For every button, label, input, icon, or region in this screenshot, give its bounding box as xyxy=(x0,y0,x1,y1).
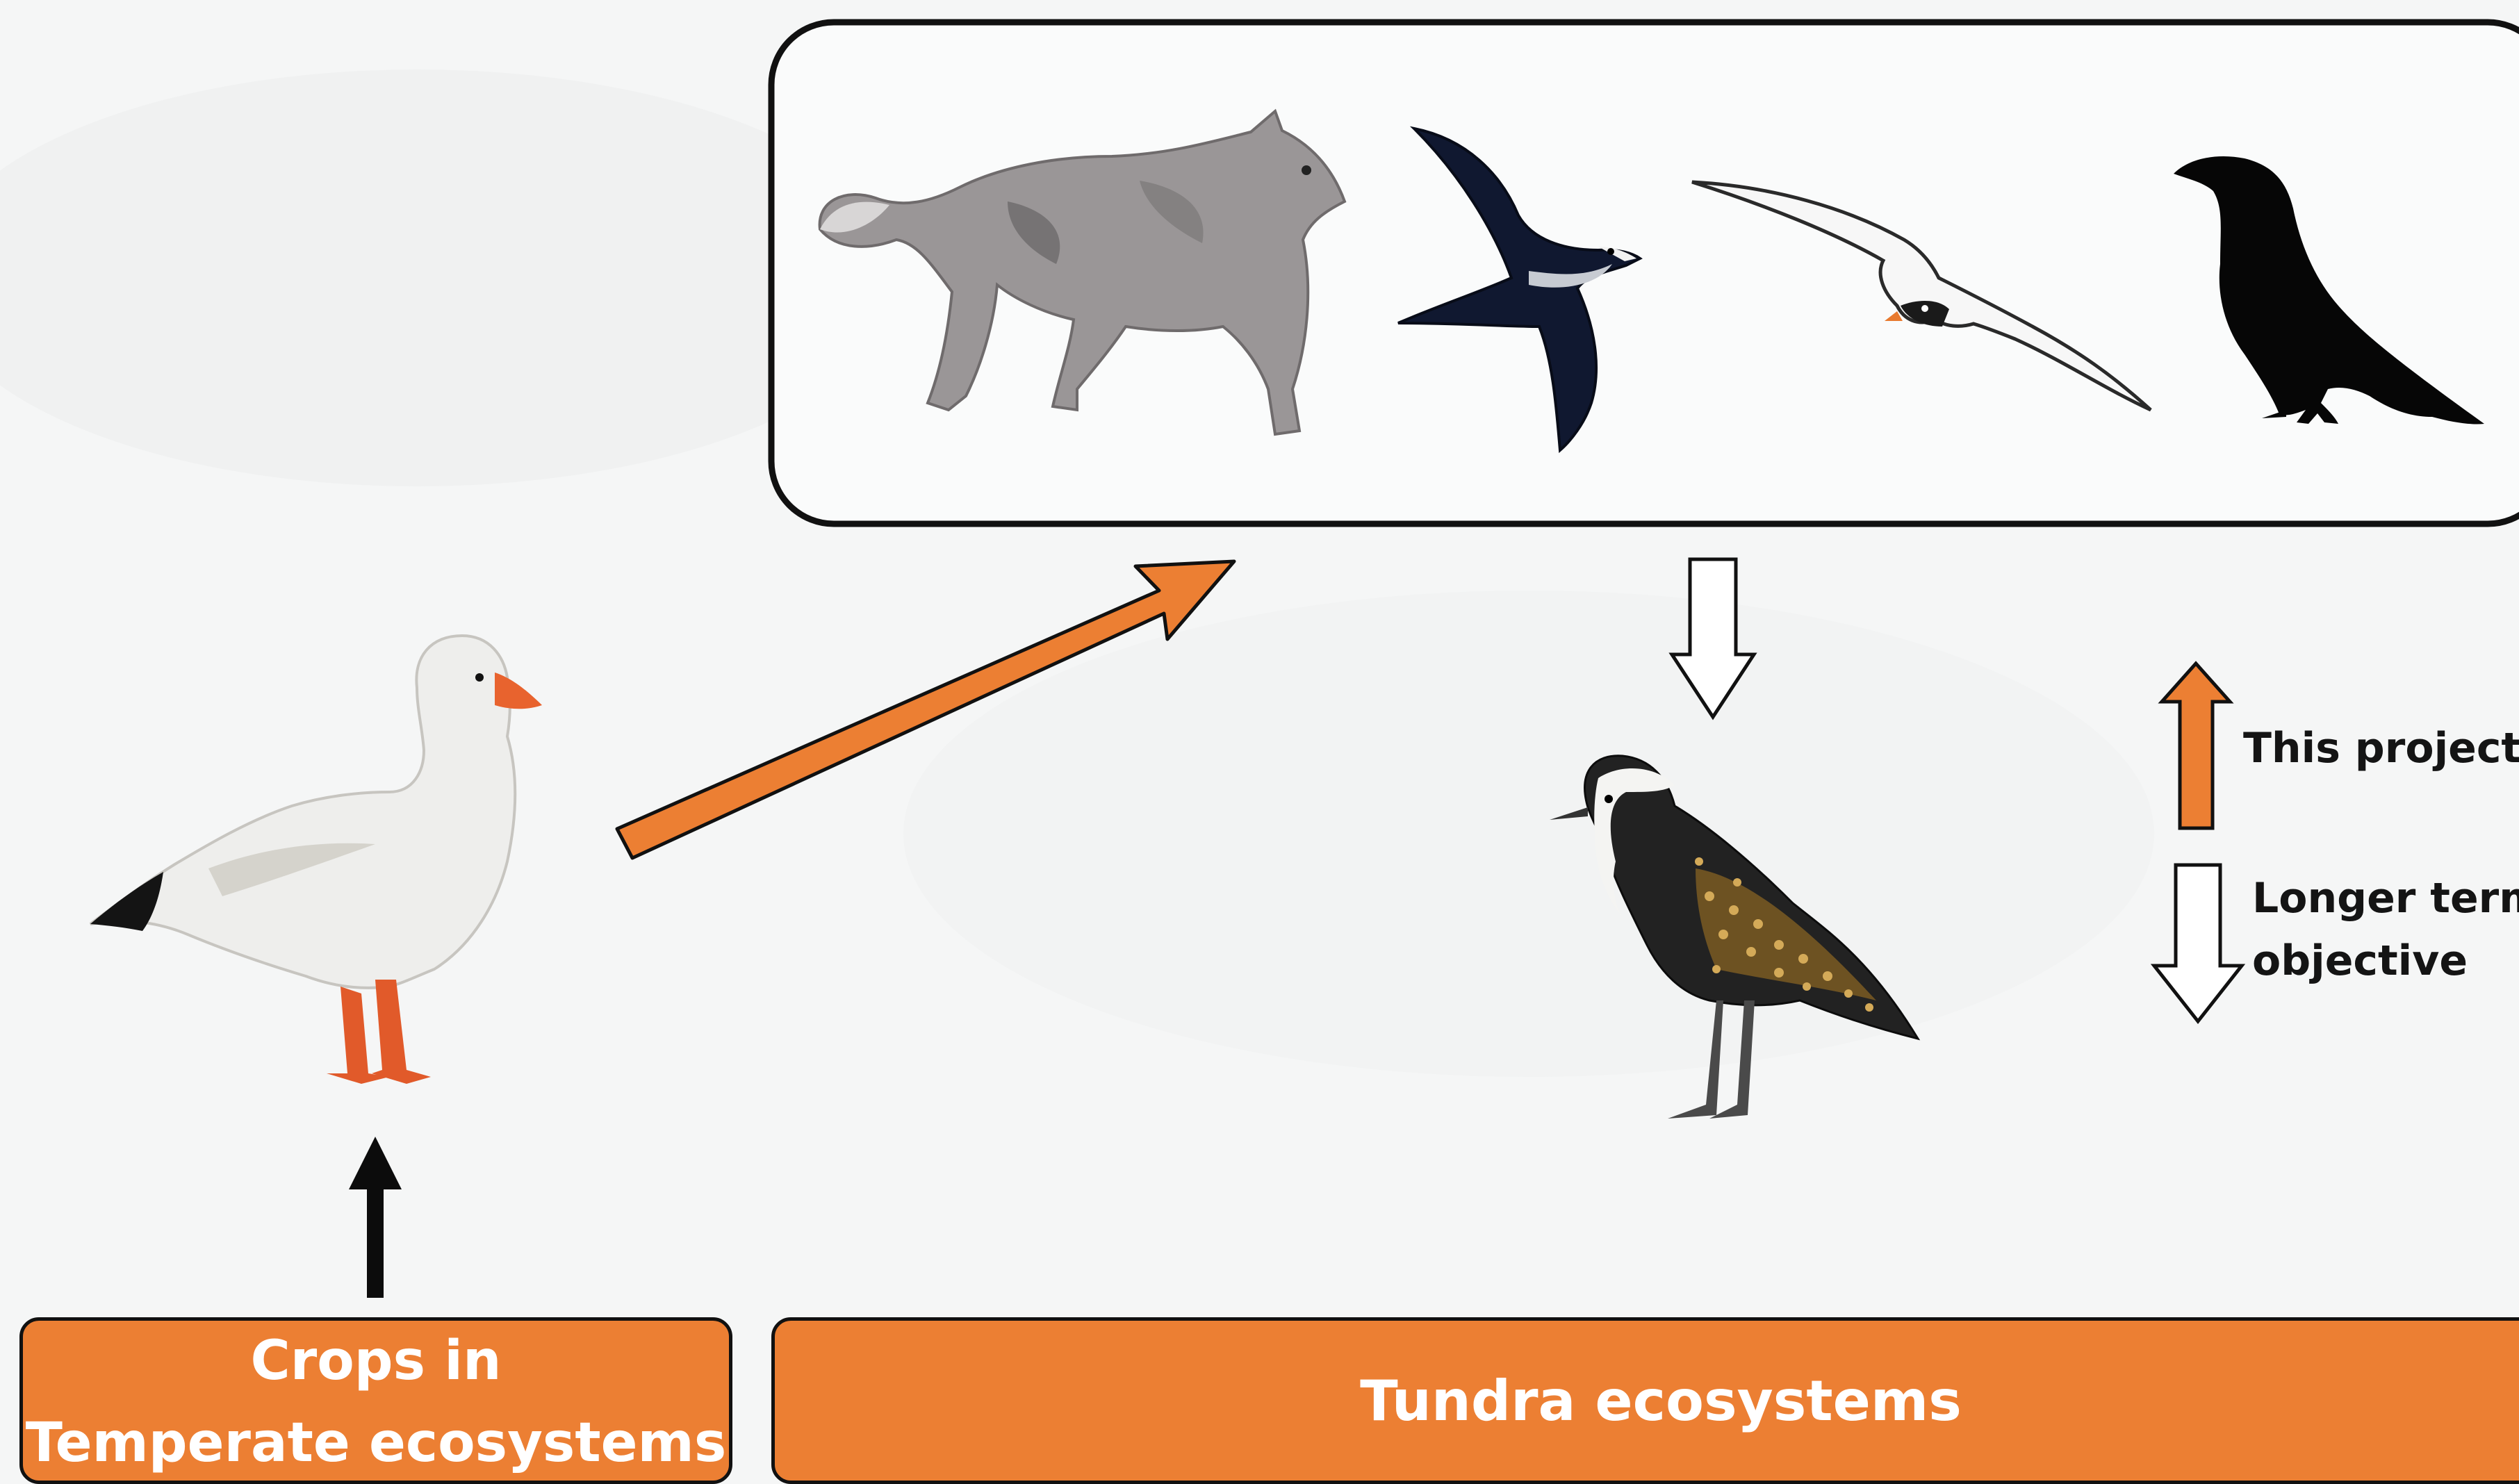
tundra-label: Tundra ecosystems xyxy=(1360,1369,1962,1433)
tundra-ecosystems-box: Tundra ecosystems xyxy=(771,1317,2519,1484)
legend-longer-term-line2: objective xyxy=(2252,930,2519,992)
legend-this-project-label: This project xyxy=(2243,717,2519,780)
legend-longer-term-line1: Longer term xyxy=(2252,867,2519,930)
crops-label-line2: Temperate ecosystems xyxy=(26,1402,727,1484)
crops-temperate-box: Crops in Temperate ecosystems xyxy=(19,1317,732,1484)
crops-label-line1: Crops in xyxy=(251,1320,502,1402)
background-texture xyxy=(903,591,2154,1077)
legend-longer-term-label: Longer term objective xyxy=(2252,867,2519,992)
